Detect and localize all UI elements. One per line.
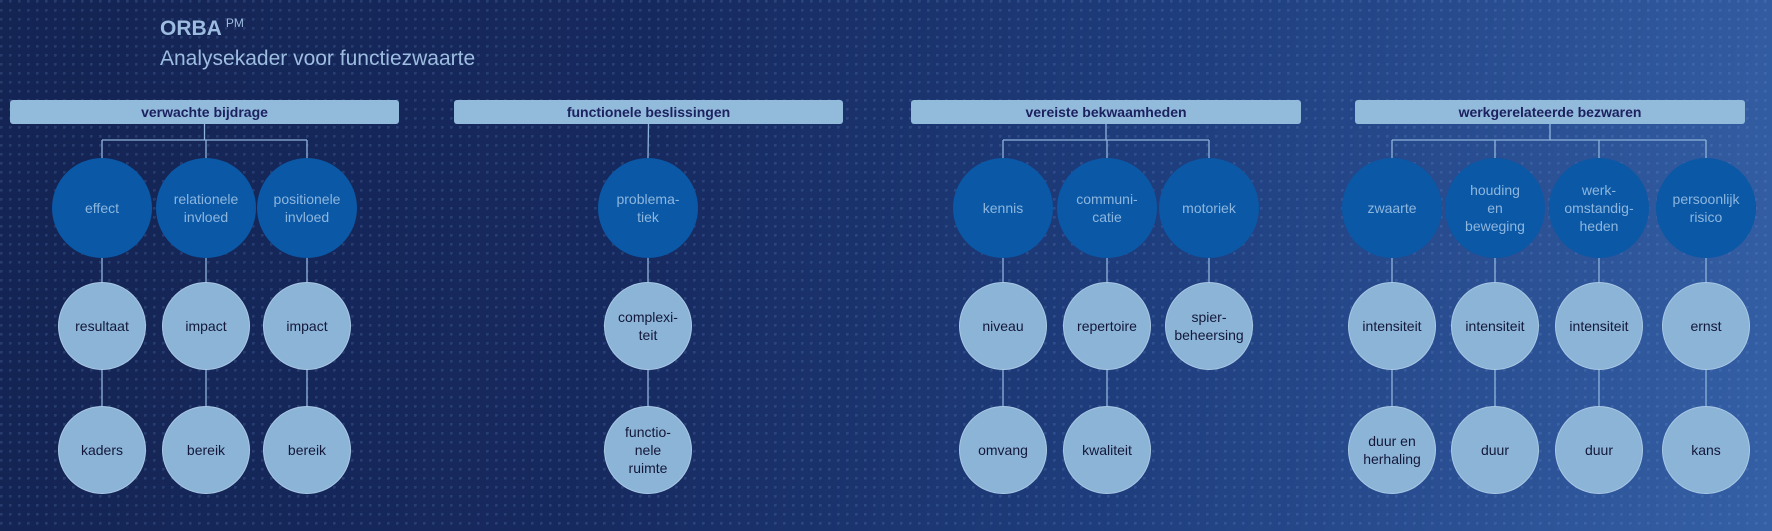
category-header: vereiste bekwaamheden <box>911 100 1301 124</box>
criterion-circle: complexi- teit <box>604 282 692 370</box>
aspect-circle: effect <box>52 158 152 258</box>
aspect-circle: motoriek <box>1159 158 1259 258</box>
aspect-circle: houding en beweging <box>1445 158 1545 258</box>
title-superscript: PM <box>225 16 244 30</box>
criterion-circle: intensiteit <box>1348 282 1436 370</box>
aspect-circle: zwaarte <box>1342 158 1442 258</box>
criterion-circle: bereik <box>263 406 351 494</box>
criterion-circle: duur <box>1555 406 1643 494</box>
criterion-circle: bereik <box>162 406 250 494</box>
aspect-circle: positionele invloed <box>257 158 357 258</box>
category-header: werkgerelateerde bezwaren <box>1355 100 1745 124</box>
criterion-circle: kaders <box>58 406 146 494</box>
criterion-circle: intensiteit <box>1451 282 1539 370</box>
criterion-circle: intensiteit <box>1555 282 1643 370</box>
aspect-circle: communi- catie <box>1057 158 1157 258</box>
aspect-circle: relationele invloed <box>156 158 256 258</box>
criterion-circle: repertoire <box>1063 282 1151 370</box>
criterion-circle: duur <box>1451 406 1539 494</box>
criterion-circle: impact <box>263 282 351 370</box>
criterion-circle: ernst <box>1662 282 1750 370</box>
aspect-circle: werk- omstandig- heden <box>1549 158 1649 258</box>
connector <box>647 123 650 159</box>
criterion-circle: functio- nele ruimte <box>604 406 692 494</box>
criterion-circle: resultaat <box>58 282 146 370</box>
criterion-circle: spier- beheersing <box>1165 282 1253 370</box>
criterion-circle: niveau <box>959 282 1047 370</box>
criterion-circle: duur en herhaling <box>1348 406 1436 494</box>
criterion-circle: impact <box>162 282 250 370</box>
category-header: verwachte bijdrage <box>10 100 399 124</box>
criterion-circle: kwaliteit <box>1063 406 1151 494</box>
aspect-circle: persoonlijk risico <box>1656 158 1756 258</box>
criterion-circle: kans <box>1662 406 1750 494</box>
title-main: ORBA <box>160 17 222 40</box>
category-header: functionele beslissingen <box>454 100 843 124</box>
aspect-circle: kennis <box>953 158 1053 258</box>
criterion-circle: omvang <box>959 406 1047 494</box>
aspect-circle: problema- tiek <box>598 158 698 258</box>
title-subtitle: Analysekader voor functiezwaarte <box>160 47 476 70</box>
